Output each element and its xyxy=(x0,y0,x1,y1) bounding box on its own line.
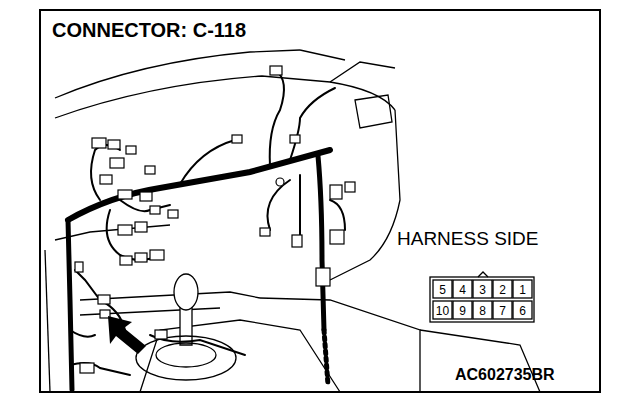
pin-number: 2 xyxy=(499,284,506,296)
frame xyxy=(40,10,600,392)
pin-number: 8 xyxy=(479,305,486,317)
figure-code: AC602735BR xyxy=(455,367,555,383)
pin-number: 7 xyxy=(499,305,506,317)
pin-number: 6 xyxy=(519,305,526,317)
pin-number: 5 xyxy=(439,284,446,296)
dashboard-outline xyxy=(45,50,540,392)
shift-lever xyxy=(136,274,236,380)
connector-title: CONNECTOR: C-118 xyxy=(52,20,246,40)
pin-number: 1 xyxy=(519,284,526,296)
pin-number: 10 xyxy=(436,305,449,317)
harness-connectors xyxy=(75,66,355,373)
location-arrow xyxy=(108,316,146,354)
harness-side-label: HARNESS SIDE xyxy=(397,229,538,248)
pin-number: 3 xyxy=(479,284,486,296)
connector-face xyxy=(430,272,534,322)
pin-number: 4 xyxy=(459,284,466,296)
pin-number: 9 xyxy=(459,305,466,317)
wiring-harness xyxy=(68,70,345,390)
